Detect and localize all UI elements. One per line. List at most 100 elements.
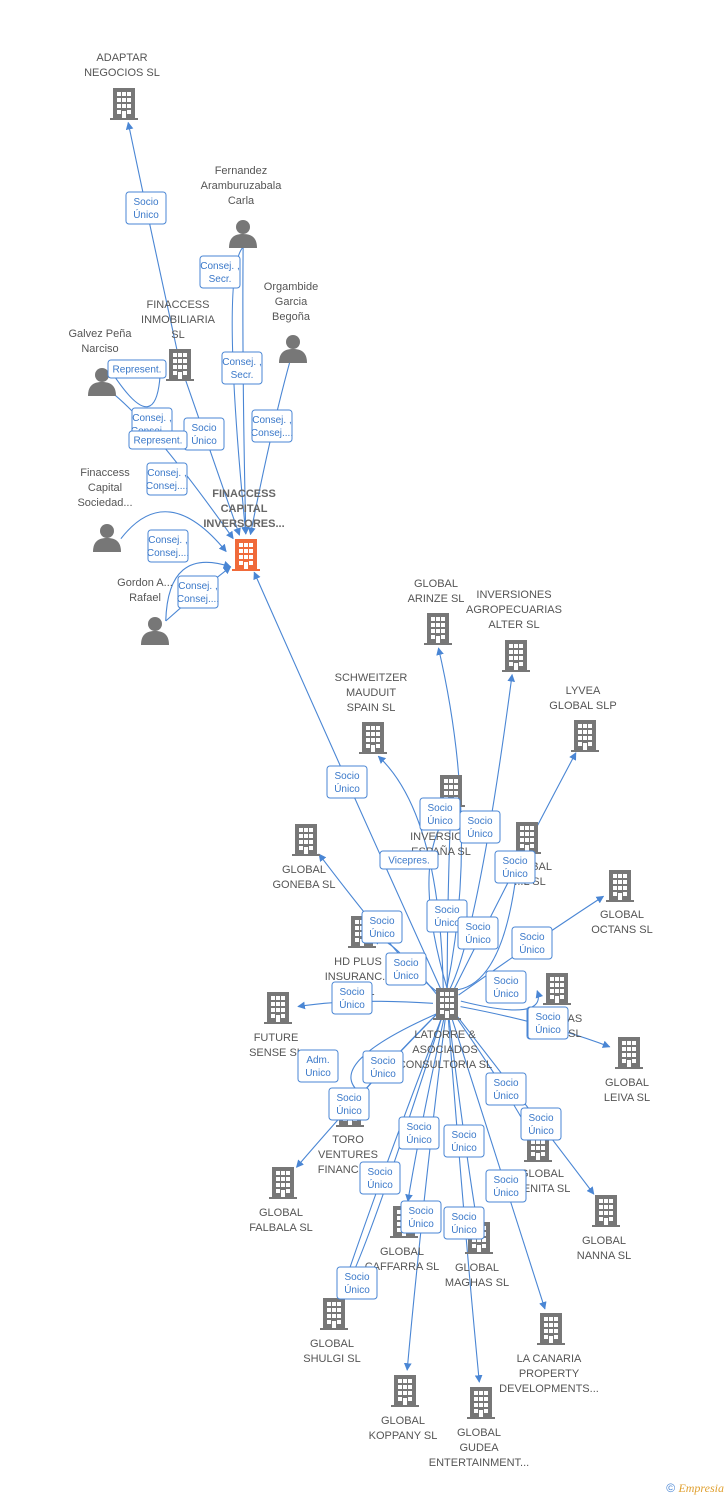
node-label: MAUDUIT bbox=[346, 687, 396, 699]
copyright-icon: © bbox=[666, 1481, 676, 1495]
node-finaccess_cap_soc[interactable]: FinaccessCapitalSociedad... bbox=[77, 467, 133, 552]
node-label: GUDEA bbox=[459, 1442, 499, 1454]
edge-label-box bbox=[359, 1161, 401, 1195]
edge-label-text: Único bbox=[334, 782, 360, 795]
edge-label-box bbox=[457, 916, 499, 950]
node-label: MAGHAS SL bbox=[445, 1277, 509, 1289]
edge-label-galvez-to-finaccess_inmob[interactable]: Represent. bbox=[128, 430, 188, 450]
edge-label-box bbox=[385, 952, 427, 986]
edge-label-box bbox=[177, 575, 219, 609]
edge-label-gordon-to-finaccess_inv[interactable]: Consej. ,Consej.... bbox=[177, 575, 219, 609]
edge-label-orgambide-to-finaccess_inv[interactable]: Consej. ,Consej.... bbox=[251, 409, 293, 443]
node-label: SENSE SL bbox=[249, 1047, 303, 1059]
copyright-footer[interactable]: © Empresia bbox=[666, 1481, 724, 1496]
edge-label-finaccess_cap_soc-to-finaccess_inv[interactable]: Consej. ,Consej.... bbox=[146, 462, 188, 496]
edge-label-box bbox=[328, 1087, 370, 1121]
edge-label-box bbox=[379, 850, 439, 870]
node-benita[interactable]: GLOBAL...ENITA SL bbox=[514, 1130, 571, 1195]
edge-label-box bbox=[128, 430, 188, 450]
edge-label-box bbox=[147, 529, 189, 563]
edge-label-box bbox=[459, 810, 501, 844]
node-label: SCHWEITZER bbox=[335, 672, 408, 684]
edge-label-galvez-to-finaccess_inmob[interactable]: Represent. bbox=[107, 359, 167, 379]
node-label: GLOBAL bbox=[282, 864, 326, 876]
edge-label-box bbox=[443, 1206, 485, 1240]
edge-label-text: Único bbox=[451, 1223, 477, 1236]
node-lacanaria[interactable]: LA CANARIAPROPERTYDEVELOPMENTS... bbox=[499, 1313, 599, 1395]
node-label: FUTURE bbox=[254, 1032, 299, 1044]
edge-label-text: Consej. , bbox=[252, 415, 291, 426]
node-label: LEIVA SL bbox=[604, 1092, 650, 1104]
edge-label-text: Socio bbox=[465, 922, 490, 933]
node-label: GLOBAL bbox=[605, 1077, 649, 1089]
edge-label-text: Único bbox=[467, 827, 493, 840]
edge-label-text: Socio bbox=[434, 905, 459, 916]
edge-label-fernandez-to-finaccess_inv[interactable]: Consej. ,Secr. bbox=[221, 351, 263, 385]
node-label: GLOBAL bbox=[582, 1235, 626, 1247]
edge-label-latorre-to-toro[interactable]: Adm.Unico bbox=[297, 1049, 339, 1083]
edge-label-text: Vicepres. bbox=[388, 856, 430, 867]
node-label: ADAPTAR bbox=[96, 52, 147, 64]
building-icon bbox=[467, 1387, 495, 1419]
node-label: ALTER SL bbox=[488, 619, 539, 631]
node-gudea[interactable]: GLOBALGUDEAENTERTAINMENT... bbox=[429, 1387, 529, 1469]
edge-label-box bbox=[125, 191, 167, 225]
node-gordon[interactable]: Gordon A...Rafael bbox=[117, 577, 173, 645]
node-label: INSURANC... bbox=[325, 971, 392, 983]
building-icon bbox=[166, 349, 194, 381]
edge-latorre-to-agropec bbox=[449, 673, 516, 990]
node-future[interactable]: FUTURE SENSE SL bbox=[249, 992, 303, 1059]
node-label: GLOBAL bbox=[381, 1415, 425, 1427]
edge-label-text: Único bbox=[344, 1283, 370, 1296]
edge-label-gordon-to-finaccess_inv[interactable]: Consej. ,Consej.... bbox=[147, 529, 189, 563]
edge-label-fernandez-to-finaccess_inv[interactable]: Consej. ,Secr. bbox=[199, 255, 241, 289]
node-leiva[interactable]: GLOBAL LEIVA SL bbox=[604, 1037, 650, 1104]
edge-label-latorre-to-inv_espana[interactable]: Vicepres. bbox=[379, 850, 439, 870]
node-finaccess_inv[interactable]: FINACCESSCAPITALINVERSORES... bbox=[203, 488, 285, 571]
edge-label-box bbox=[199, 255, 241, 289]
